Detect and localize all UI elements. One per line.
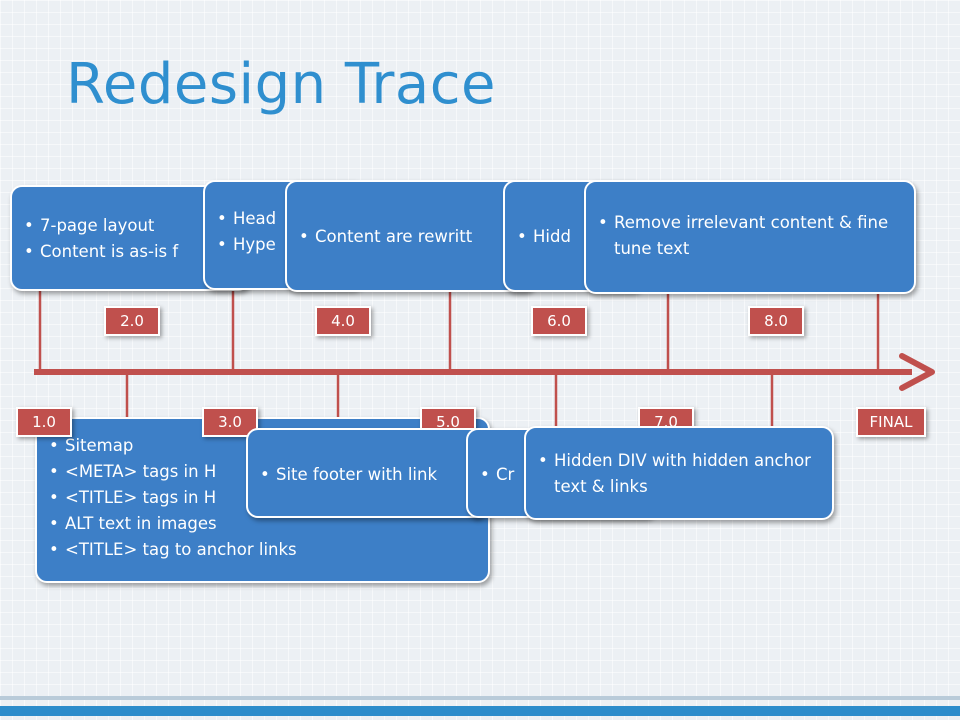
card-v1-item: Content is as-is f bbox=[24, 239, 236, 265]
footer-rule-thin bbox=[0, 696, 960, 700]
footer-rule bbox=[0, 706, 960, 716]
version-label-6: 6.0 bbox=[531, 306, 587, 336]
card-v2-item: ALT text in images bbox=[49, 511, 476, 537]
version-label-4: 4.0 bbox=[315, 306, 371, 336]
version-label-2: 2.0 bbox=[104, 306, 160, 336]
version-label-final: FINAL bbox=[856, 407, 926, 437]
card-v5: Content are rewritt bbox=[285, 180, 535, 292]
card-v2-item: <TITLE> tag to anchor links bbox=[49, 537, 476, 563]
card-v1-item: 7-page layout bbox=[24, 213, 236, 239]
card-v6-item: Cr bbox=[480, 462, 642, 488]
card-v3-item: Head bbox=[217, 206, 349, 232]
card-v2-item: <META> tags in H bbox=[49, 459, 476, 485]
card-final-item: Remove irrelevant content & fine tune te… bbox=[598, 210, 902, 262]
card-v8-item: Hidden DIV with hidden anchor text & lin… bbox=[538, 448, 820, 500]
card-v3-item: Hype bbox=[217, 232, 349, 258]
card-v2-item: Sitemap bbox=[49, 433, 476, 459]
card-v4: Site footer with link bbox=[246, 428, 486, 518]
card-v2-item: <TITLE> tags in H bbox=[49, 485, 476, 511]
card-v5-item: Content are rewritt bbox=[299, 224, 521, 250]
slide-title: Redesign Trace bbox=[66, 52, 496, 117]
timeline-arrowhead bbox=[899, 353, 935, 391]
card-v7-item: Hidd bbox=[517, 224, 629, 250]
card-final: Remove irrelevant content & fine tune te… bbox=[584, 180, 916, 294]
version-label-1: 1.0 bbox=[16, 407, 72, 437]
card-v4-item: Site footer with link bbox=[260, 462, 472, 488]
card-v8: Hidden DIV with hidden anchor text & lin… bbox=[524, 426, 834, 520]
version-label-8: 8.0 bbox=[748, 306, 804, 336]
